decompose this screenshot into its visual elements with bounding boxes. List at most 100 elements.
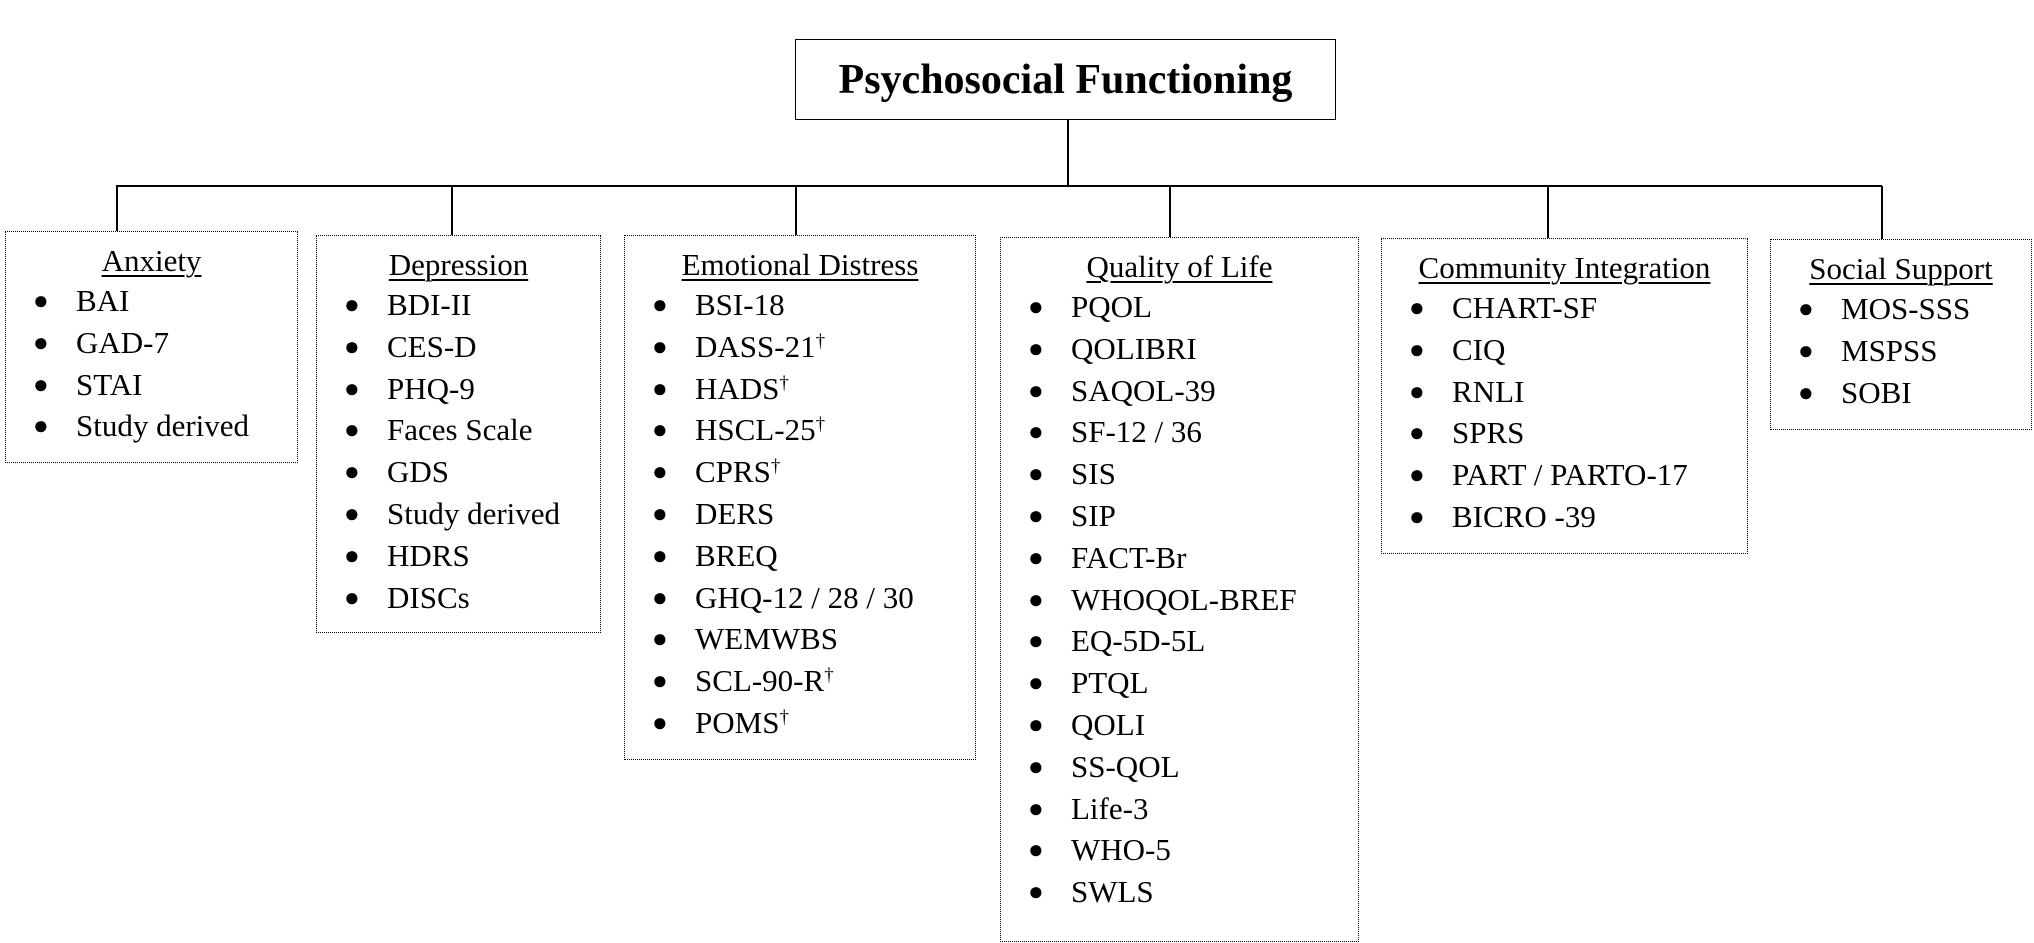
item-text: SIP [1071, 497, 1116, 533]
dagger-mark: † [824, 665, 834, 687]
item-text: SWLS [1071, 874, 1154, 910]
category-title: Emotional Distress [681, 247, 919, 282]
item-text: PQOL [1071, 289, 1152, 324]
bullet-icon: ● [344, 540, 360, 570]
bullet-icon: ● [1409, 334, 1425, 364]
item-text: BSI-18 [695, 287, 785, 322]
list-item: ● BSI-18 [625, 284, 975, 326]
list-item: ● GDS [317, 451, 600, 493]
bullet-icon: ● [1798, 294, 1814, 323]
item-text: DERS [695, 495, 775, 531]
bullet-icon: ● [652, 666, 668, 696]
list-item: ● CIQ [1382, 329, 1747, 371]
bullet-icon: ● [344, 415, 360, 445]
bullet-icon: ● [652, 331, 668, 361]
bullet-icon: ● [652, 707, 668, 737]
list-item: ●Study derived [6, 405, 297, 447]
bullet-icon: ● [33, 411, 49, 441]
bullet-icon: ● [344, 331, 360, 361]
item-text: PTQL [1071, 665, 1149, 701]
root-node-box: Psychosocial Functioning [795, 39, 1336, 120]
item-text: Life-3 [1071, 790, 1149, 826]
list-item: ●Study derived [317, 493, 600, 535]
list-item: ●Life-3 [1001, 788, 1358, 830]
bullet-icon: ● [344, 582, 360, 612]
dagger-mark: † [815, 330, 826, 352]
bullet-icon: ● [1028, 584, 1044, 614]
item-text: Faces Scale [387, 412, 533, 448]
bullet-icon: ● [33, 286, 49, 315]
category-item-list: ●BSI-18 ●DASS-21† ●HADS† ●HSCL-25† ●CPRS… [625, 284, 975, 744]
item-text: BREQ [695, 537, 778, 573]
list-item: ●EQ-5D-5L [1001, 620, 1358, 662]
list-item: ●PART / PARTO-17 [1382, 454, 1747, 496]
item-text: BICRO -39 [1452, 498, 1596, 534]
item-text: SIS [1071, 456, 1116, 492]
bullet-icon: ● [1028, 751, 1044, 781]
bullet-icon: ● [1409, 376, 1425, 406]
bullet-icon: ● [1028, 626, 1044, 656]
bullet-icon: ● [1028, 333, 1044, 363]
category-title: Anxiety [101, 243, 202, 278]
item-text: HDRS [387, 537, 470, 573]
item-text: GHQ-12 / 28 / 30 [695, 579, 914, 615]
bullet-icon: ● [1028, 709, 1044, 739]
bullet-icon: ● [344, 498, 360, 528]
category-item-list: ●CHART-SF ●CIQ ●RNLI ●SPRS ●PART / PARTO… [1382, 287, 1747, 538]
bullet-icon: ● [33, 369, 49, 399]
category-box-anxiety: Anxiety ●BAI ●GAD-7 ●STAI ●Study derived [5, 231, 298, 463]
list-item: ●SIS [1001, 453, 1358, 495]
category-item-list: ●PQOL ●QOLIBRI ●SAQOL-39 ●SF-12 / 36 ●SI… [1001, 286, 1358, 913]
bullet-icon: ● [652, 373, 668, 403]
list-item: ●MSPSS [1771, 330, 2031, 372]
bullet-icon: ● [1409, 501, 1425, 531]
bullet-icon: ● [652, 540, 668, 570]
bullet-icon: ● [1028, 542, 1044, 572]
dagger-mark: † [815, 414, 826, 436]
item-text: GAD-7 [76, 324, 169, 360]
list-item: ●SF-12 / 36 [1001, 411, 1358, 453]
item-text: MSPSS [1841, 332, 1938, 368]
item-text: CES-D [387, 328, 477, 364]
category-title: Depression [388, 247, 529, 282]
bullet-icon: ● [1028, 417, 1044, 447]
list-item: ● GAD-7 [6, 322, 297, 364]
list-item: ●WHOQOL-BREF [1001, 579, 1358, 621]
bullet-icon: ● [1798, 377, 1814, 407]
category-box-quality-of-life: Quality of Life ●PQOL ●QOLIBRI ●SAQOL-39… [1000, 237, 1359, 942]
list-item: ● Faces Scale [317, 409, 600, 451]
list-item: ●WHO-5 [1001, 829, 1358, 871]
item-text: DISCs [387, 579, 470, 615]
bullet-icon: ● [652, 290, 668, 319]
category-item-list: ●BAI ●GAD-7 ●STAI ●Study derived [6, 280, 297, 447]
list-item: ●WEMWBS [625, 618, 975, 660]
bullet-icon: ● [652, 457, 668, 487]
item-text: SS-QOL [1071, 748, 1180, 784]
item-text: SCL-90-R [695, 663, 825, 699]
category-item-list: ● MOS-SSS ●MSPSS ● SOBI [1771, 288, 2031, 413]
list-item: ● CES-D [317, 326, 600, 368]
list-item: ●BDI-II [317, 284, 600, 326]
list-item: ● SS-QOL [1001, 746, 1358, 788]
category-item-list: ●BDI-II ●CES-D ●PHQ-9 ●Faces Scale ●GDS … [317, 284, 600, 618]
root-node-title: Psychosocial Functioning [838, 56, 1293, 103]
list-item: ●HADS† [625, 368, 975, 410]
category-title: Social Support [1809, 251, 1993, 286]
list-item: ●CPRS† [625, 451, 975, 493]
list-item: ●SIP [1001, 495, 1358, 537]
item-text: CIQ [1452, 331, 1506, 367]
bullet-icon: ● [344, 457, 360, 487]
item-text: PART / PARTO-17 [1452, 457, 1688, 493]
item-text: SOBI [1841, 374, 1912, 410]
item-text: SPRS [1452, 415, 1525, 451]
bullet-icon: ● [1409, 293, 1425, 322]
item-text: WEMWBS [695, 621, 838, 657]
bullet-icon: ● [652, 498, 668, 528]
bullet-icon: ● [33, 327, 49, 357]
bullet-icon: ● [1409, 418, 1425, 448]
item-text: GDS [387, 454, 450, 490]
item-text: MOS-SSS [1841, 291, 1971, 326]
category-box-social-support: Social Support ● MOS-SSS ●MSPSS ● SOBI [1770, 239, 2032, 430]
bullet-icon: ● [652, 582, 668, 612]
